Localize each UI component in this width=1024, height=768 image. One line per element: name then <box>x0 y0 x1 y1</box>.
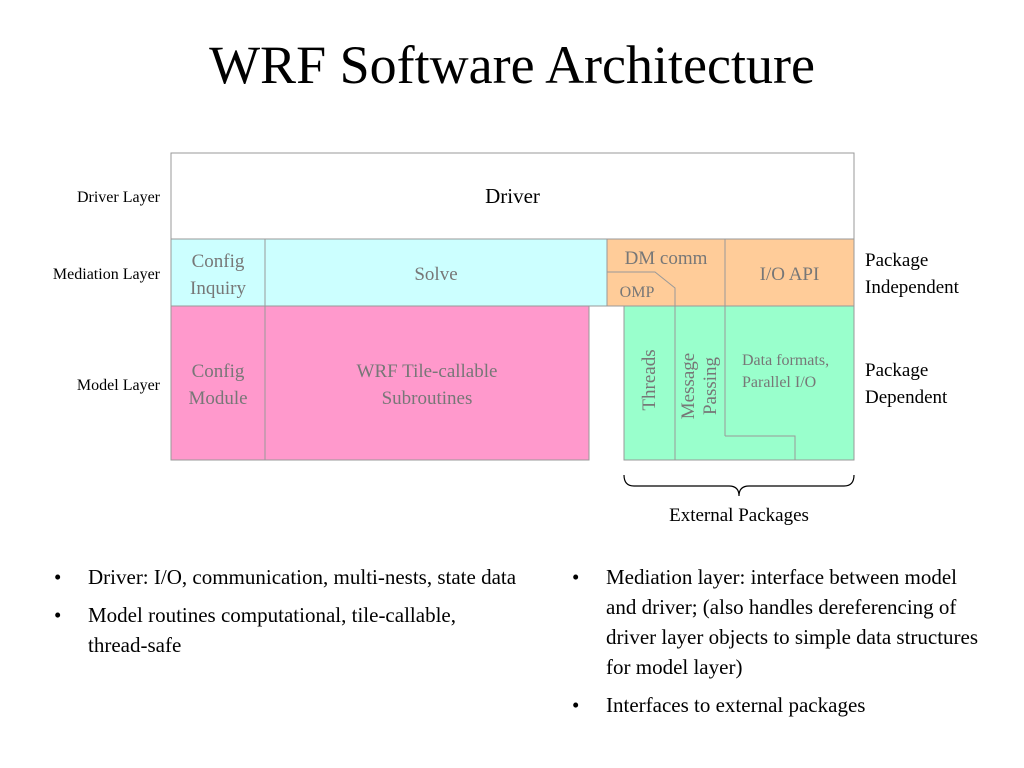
model-layer-label: Model Layer <box>76 377 160 394</box>
config-module-box <box>170 305 266 461</box>
solve-label: Solve <box>414 264 458 285</box>
dm-comm-label: DM comm <box>624 248 708 269</box>
bullet-item: •Model routines computational, tile-call… <box>54 603 456 657</box>
io-api-box <box>724 238 855 307</box>
threads-label: Threads <box>639 349 660 411</box>
bullet-item: •Interfaces to external packages <box>572 693 866 717</box>
solve-box <box>264 238 608 307</box>
driver-box <box>170 152 855 240</box>
data-formats-divider <box>725 435 796 460</box>
bullet-item: •Driver: I/O, communication, multi-nests… <box>54 565 517 589</box>
omp-label: OMP <box>619 284 655 301</box>
external-packages-brace <box>623 474 855 497</box>
data-formats-label: Data formats,Parallel I/O <box>742 352 830 391</box>
driver-label: Driver <box>485 184 540 208</box>
external-packages-box <box>623 305 855 461</box>
bullet-item: •Mediation layer: interface between mode… <box>572 565 979 679</box>
right-bullet-list: •Mediation layer: interface between mode… <box>566 562 986 728</box>
mediation-layer-label: Mediation Layer <box>52 266 160 283</box>
left-bullet-list: •Driver: I/O, communication, multi-nests… <box>48 562 518 668</box>
wrf-tile-box <box>264 305 590 461</box>
config-inquiry-box <box>170 238 266 307</box>
omp-divider <box>607 271 676 306</box>
driver-layer-label: Driver Layer <box>76 189 160 206</box>
io-api-label: I/O API <box>759 264 820 285</box>
external-packages-label: External Packages <box>669 505 809 526</box>
slide-title: WRF Software Architecture <box>209 35 815 95</box>
